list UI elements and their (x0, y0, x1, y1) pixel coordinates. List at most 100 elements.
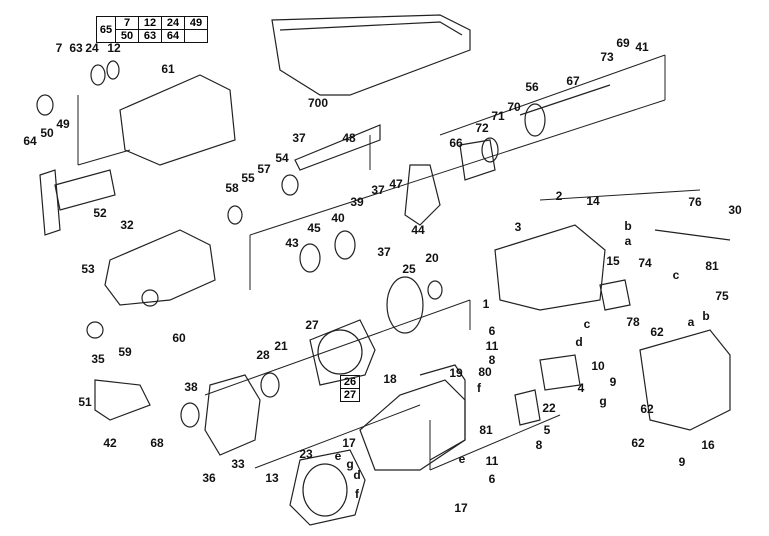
callout-label: 37 (292, 131, 306, 145)
callout-label: 64 (23, 134, 37, 148)
callout-label: 13 (265, 471, 279, 485)
callout-label: d (575, 335, 582, 349)
callout-label: 32 (120, 218, 134, 232)
callout-label: 35 (91, 352, 105, 366)
callout-label: 3 (515, 220, 522, 234)
callout-label: 2 (556, 189, 563, 203)
callout-label: 53 (81, 262, 95, 276)
callout-label: 42 (103, 436, 117, 450)
callout-label: 20 (425, 251, 439, 265)
callout-label: 11 (486, 454, 499, 468)
callout-label: 73 (600, 50, 614, 64)
callout-label: 33 (231, 457, 245, 471)
callout-label: 62 (640, 402, 654, 416)
callout-label: e (459, 452, 466, 466)
callout-label: 21 (274, 339, 288, 353)
callout-label: 9 (679, 455, 686, 469)
callout-label: 4 (578, 381, 585, 395)
callout-label: 14 (586, 194, 600, 208)
callout-label: 39 (350, 195, 364, 209)
kit-cell (184, 29, 208, 43)
callout-label: 74 (638, 256, 652, 270)
callout-label: 44 (411, 223, 425, 237)
callout-label: b (702, 309, 709, 323)
kit-number: 65 (96, 16, 116, 43)
callout-label: 5 (544, 423, 551, 437)
callout-label: 8 (489, 353, 496, 367)
callout-label: 50 (40, 126, 54, 140)
callout-label: 11 (486, 339, 499, 353)
callout-label: 47 (389, 177, 403, 191)
callout-label: b (624, 219, 631, 233)
callout-label: 63 (69, 41, 83, 55)
callout-label: 10 (591, 359, 605, 373)
sub-cell-bottom: 27 (340, 388, 360, 402)
callout-label: 70 (507, 100, 521, 114)
callout-label: 60 (172, 331, 186, 345)
callout-label: c (673, 268, 680, 282)
callout-label: 51 (78, 395, 92, 409)
callout-label: 75 (715, 289, 729, 303)
callout-label: g (346, 457, 353, 471)
callout-label: 37 (377, 245, 391, 259)
callout-label: a (688, 315, 695, 329)
callout-label: 66 (449, 136, 463, 150)
callout-label: 59 (118, 345, 132, 359)
callout-label: 76 (688, 195, 702, 209)
callout-label: 62 (650, 325, 664, 339)
kit-cell: 50 (115, 29, 139, 43)
callout-label: 28 (256, 348, 270, 362)
assembly-guide-lines (77, 54, 701, 471)
callout-label: 1 (483, 297, 490, 311)
callout-label: 81 (479, 423, 493, 437)
callout-label: 27 (305, 318, 319, 332)
callout-label: 80 (478, 365, 492, 379)
callout-label: 48 (342, 131, 356, 145)
callout-label: 61 (161, 62, 175, 76)
callout-label: 6 (489, 324, 496, 338)
callout-label: 78 (626, 315, 640, 329)
callout-label: 55 (241, 171, 255, 185)
kit-cell: 63 (138, 29, 162, 43)
callout-label: 49 (56, 117, 70, 131)
callout-label: 18 (383, 372, 397, 386)
callout-label: f (477, 381, 482, 395)
callout-label: 700 (308, 96, 328, 110)
callout-label: 15 (606, 254, 620, 268)
callout-labels: 700 7 63 24 12 61 69 41 73 67 56 70 71 7… (23, 36, 742, 515)
callout-label: c (584, 317, 591, 331)
callout-label: 24 (85, 41, 99, 55)
callout-label: 41 (635, 40, 649, 54)
kit-cell: 64 (161, 29, 185, 43)
callout-label: 68 (150, 436, 164, 450)
callout-label: 69 (616, 36, 630, 50)
callout-label: 12 (107, 41, 121, 55)
callout-label: 57 (257, 162, 271, 176)
callout-label: 7 (56, 41, 63, 55)
callout-label: 9 (610, 375, 617, 389)
callout-label: f (355, 487, 360, 501)
callout-label: 81 (705, 259, 719, 273)
callout-label: 16 (701, 438, 715, 452)
callout-label: 71 (491, 109, 505, 123)
callout-label: 30 (728, 203, 742, 217)
callout-label: 62 (631, 436, 645, 450)
callout-label: 67 (566, 74, 580, 88)
sub-cell-top: 26 (340, 375, 360, 389)
sub-assembly-table: 26 27 (340, 375, 360, 402)
callout-label: 17 (342, 436, 356, 450)
callout-label: 58 (225, 181, 239, 195)
part-outlines (36, 14, 731, 526)
callout-label: 36 (202, 471, 216, 485)
callout-label: 25 (402, 262, 416, 276)
callout-label: 23 (299, 447, 313, 461)
callout-label: 56 (525, 80, 539, 94)
callout-label: e (335, 449, 342, 463)
callout-label: 45 (307, 221, 321, 235)
callout-label: 22 (542, 401, 556, 415)
callout-label: 52 (93, 206, 107, 220)
callout-label: 40 (331, 211, 345, 225)
callout-label: 54 (275, 151, 289, 165)
callout-label: 37 (371, 183, 385, 197)
